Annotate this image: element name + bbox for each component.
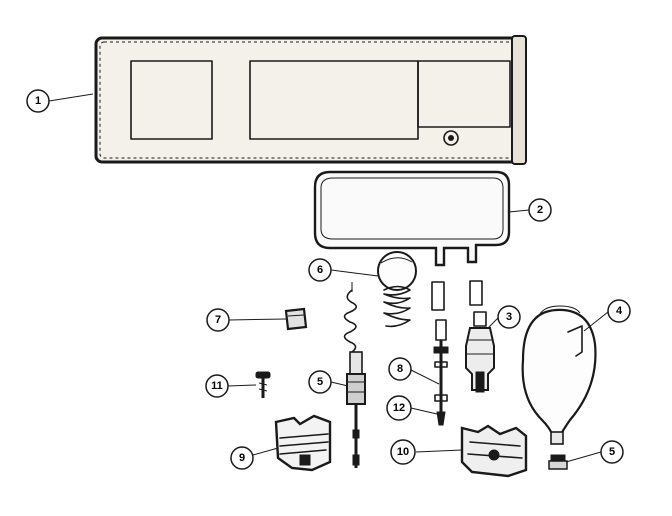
callout-5-center-label: 5 <box>317 376 323 388</box>
tube-segments <box>431 280 483 311</box>
callouts: 1 2 3 4 5 5 6 7 <box>26 89 631 470</box>
callout-6-label: 6 <box>317 264 323 276</box>
part-11-screw <box>255 371 271 398</box>
callout-10-label: 10 <box>397 446 409 458</box>
part-5-fitting-right <box>548 454 568 470</box>
part-5-release-valve <box>346 351 366 468</box>
callout-9: 9 <box>230 446 254 470</box>
callout-7-label: 7 <box>215 314 221 326</box>
callout-12: 12 <box>386 395 412 421</box>
callout-2: 2 <box>528 198 552 222</box>
part-2-cuff <box>313 170 511 267</box>
part-7-cap <box>284 307 308 331</box>
callout-9-label: 9 <box>239 452 245 464</box>
callout-8-label: 8 <box>397 363 403 375</box>
callout-4: 4 <box>607 299 631 323</box>
callout-5-right: 5 <box>600 440 624 464</box>
callout-5-center: 5 <box>308 370 332 394</box>
callout-4-label: 4 <box>616 305 623 317</box>
callout-8: 8 <box>388 357 412 381</box>
callout-6: 6 <box>308 258 332 282</box>
callout-11: 11 <box>205 374 229 398</box>
part-6-diaphragm-spring <box>377 251 417 328</box>
callout-1-label: 1 <box>35 95 41 107</box>
valve-spring <box>343 282 358 353</box>
callout-11-label: 11 <box>211 380 223 392</box>
callout-1: 1 <box>26 89 50 113</box>
part-4-bulb <box>521 305 597 445</box>
callout-12-label: 12 <box>393 402 405 414</box>
callout-10: 10 <box>390 439 416 465</box>
part-10-valve-body <box>460 424 528 478</box>
callout-2-label: 2 <box>537 204 543 216</box>
part-1-carrying-case <box>94 35 527 165</box>
callout-3: 3 <box>497 305 521 329</box>
part-8-stem <box>433 319 449 426</box>
callout-7: 7 <box>206 308 230 332</box>
callout-3-label: 3 <box>506 311 512 323</box>
callout-5-right-label: 5 <box>609 446 615 458</box>
part-9-housing <box>274 414 332 472</box>
leader-lines <box>48 93 609 463</box>
part-3-valve <box>465 311 495 393</box>
